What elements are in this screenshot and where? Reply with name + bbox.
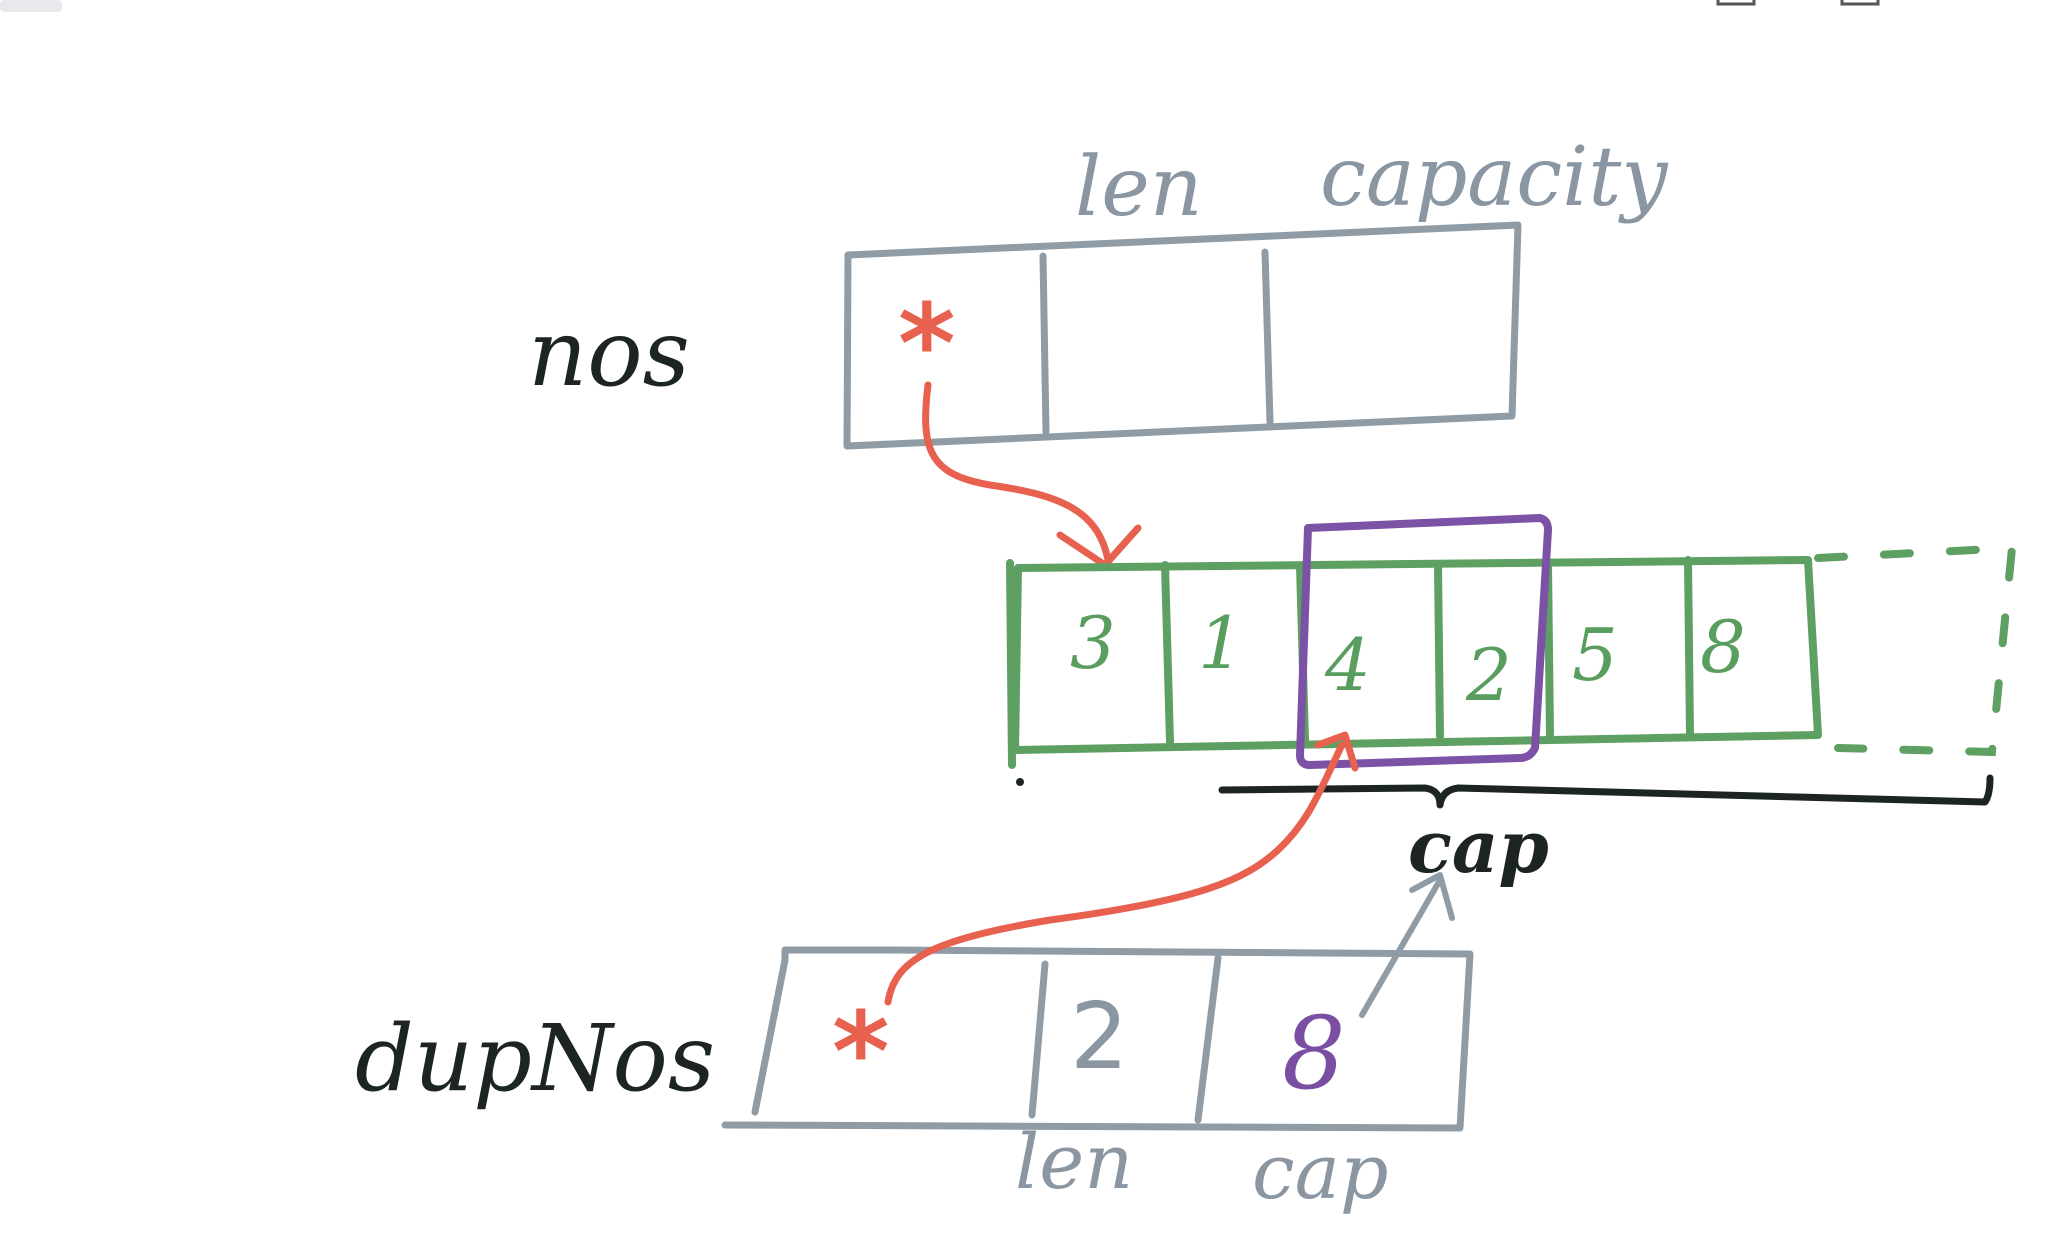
- cap-brace-label: cap: [1408, 804, 1549, 889]
- top-left-bar: [0, 0, 62, 12]
- dupNos-cap-value: 8: [1282, 995, 1346, 1112]
- len-label-top: len: [1075, 140, 1203, 235]
- array-cell-1: 1: [1198, 601, 1244, 685]
- len-label-bottom: len: [1015, 1117, 1133, 1206]
- nos-pointer-arrow: [922, 381, 1112, 564]
- cap-label-bottom: cap: [1252, 1127, 1389, 1216]
- dupNos-len-value: 2: [1070, 983, 1129, 1090]
- dupNos-pointer-arrow: [884, 741, 1346, 1006]
- backing-array-values: 3 1 4 2 5 8: [1070, 601, 1746, 717]
- array-cell-0: 3: [1070, 601, 1116, 685]
- array-cell-4: 5: [1572, 613, 1618, 697]
- slice-window: [1296, 514, 1552, 769]
- array-cell-3: 2: [1465, 633, 1512, 717]
- ink-dot: [1016, 778, 1024, 786]
- capacity-label-top: capacity: [1320, 130, 1669, 225]
- cap-brace: [1218, 774, 1994, 809]
- nos-label: nos: [528, 300, 690, 407]
- dupNos-label: dupNos: [355, 1005, 715, 1112]
- dupNos-header-box: [721, 946, 1474, 1132]
- dupNos-pointer-star: *: [832, 988, 890, 1116]
- top-square-right: [1840, 0, 1880, 6]
- array-cell-5: 8: [1700, 605, 1746, 689]
- cap-arrowhead: [1409, 872, 1455, 921]
- array-cell-2: 4: [1324, 623, 1371, 707]
- nos-header-box: [843, 221, 1522, 450]
- dupNos-pointer-arrowhead: [1314, 731, 1359, 772]
- top-square-left: [1716, 0, 1756, 6]
- cap-arrow: [1359, 877, 1443, 1018]
